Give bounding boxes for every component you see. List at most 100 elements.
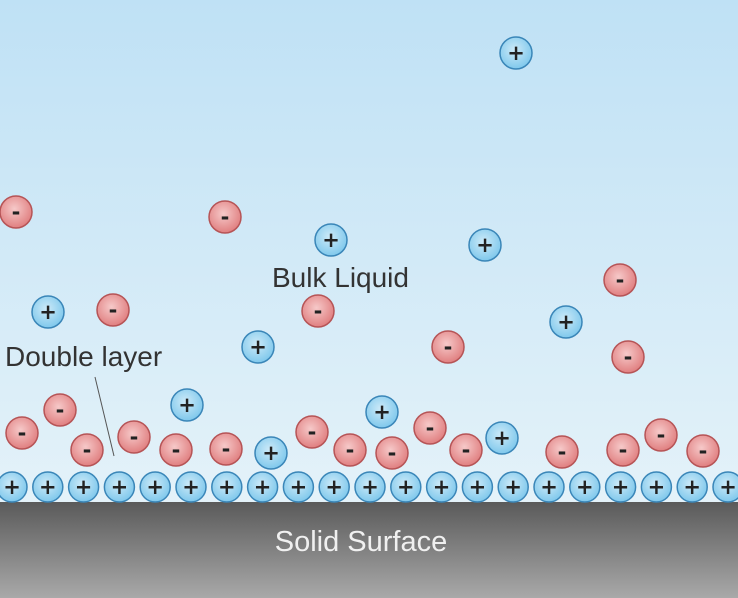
negative-ion: - — [295, 415, 329, 449]
negative-ion: - — [644, 418, 678, 452]
positive-ion: + — [103, 471, 136, 503]
positive-ion: + — [712, 471, 738, 503]
positive-ion: + — [282, 471, 315, 503]
plus-sign: + — [361, 475, 379, 499]
minus-sign: - — [172, 438, 181, 462]
plus-sign: + — [182, 475, 200, 499]
positive-ion: + — [241, 330, 275, 364]
positive-ion: + — [318, 471, 350, 503]
plus-sign: + — [433, 475, 451, 499]
positive-ion: + — [569, 471, 601, 503]
plus-sign: + — [322, 228, 340, 252]
minus-sign: - — [444, 335, 453, 359]
negative-ion: - — [43, 393, 77, 427]
negative-ion: - — [449, 433, 483, 467]
plus-sign: + — [249, 335, 267, 359]
minus-sign: - — [221, 205, 230, 229]
minus-sign: - — [222, 437, 231, 461]
minus-sign: - — [18, 421, 27, 445]
plus-sign: + — [325, 475, 343, 499]
minus-sign: - — [657, 423, 666, 447]
positive-ion: + — [354, 471, 386, 503]
negative-ion: - — [606, 433, 640, 467]
plus-sign: + — [39, 475, 57, 499]
negative-ion: - — [333, 433, 367, 467]
positive-ion: + — [549, 305, 583, 339]
negative-ion: - — [686, 434, 720, 468]
bulk-liquid-region — [0, 0, 738, 502]
positive-ion: + — [67, 471, 100, 503]
plus-sign: + — [290, 475, 308, 499]
minus-sign: - — [426, 416, 435, 440]
plus-sign: + — [476, 233, 494, 257]
plus-sign: + — [397, 475, 415, 499]
plus-sign: + — [576, 475, 594, 499]
negative-ion: - — [5, 416, 39, 450]
minus-sign: - — [130, 425, 139, 449]
negative-ion: - — [603, 263, 637, 297]
minus-sign: - — [558, 440, 567, 464]
plus-sign: + — [683, 475, 701, 499]
plus-sign: + — [218, 475, 236, 499]
negative-ion: - — [301, 294, 335, 328]
positive-ion: + — [461, 471, 494, 503]
solid-surface — [0, 502, 738, 598]
positive-ion: + — [640, 471, 673, 503]
minus-sign: - — [314, 299, 323, 323]
minus-sign: - — [462, 438, 471, 462]
positive-ion: + — [0, 471, 28, 503]
minus-sign: - — [56, 398, 65, 422]
solid-surface-label: Solid Surface — [275, 526, 448, 558]
ions-layer: +++++++++++++++++++++++++++++++---------… — [0, 36, 738, 503]
plus-sign: + — [648, 475, 666, 499]
plus-sign: + — [493, 426, 511, 450]
minus-sign: - — [308, 420, 317, 444]
minus-sign: - — [624, 345, 633, 369]
positive-ion: + — [390, 471, 422, 503]
minus-sign: - — [699, 439, 708, 463]
plus-sign: + — [254, 475, 272, 499]
negative-ion: - — [413, 411, 447, 445]
plus-sign: + — [557, 310, 575, 334]
double-layer-label: Double layer — [5, 341, 162, 372]
negative-ion: - — [545, 435, 579, 469]
positive-ion: + — [499, 36, 533, 70]
plus-sign: + — [373, 400, 391, 424]
plus-sign: + — [507, 41, 525, 65]
plus-sign: + — [111, 475, 129, 499]
negative-ion: - — [208, 200, 242, 234]
plus-sign: + — [612, 475, 630, 499]
negative-ion: - — [431, 330, 465, 364]
positive-ion: + — [365, 395, 399, 429]
minus-sign: - — [109, 298, 118, 322]
positive-ion: + — [314, 223, 348, 257]
negative-ion: - — [70, 433, 104, 467]
minus-sign: - — [388, 441, 397, 465]
plus-sign: + — [146, 475, 164, 499]
double-layer-pointer — [94, 376, 115, 457]
negative-ion: - — [375, 436, 409, 470]
positive-ion: + — [485, 421, 519, 455]
positive-ion: + — [604, 471, 637, 503]
positive-ion: + — [139, 471, 171, 503]
positive-ion: + — [32, 471, 64, 503]
plus-sign: + — [719, 475, 737, 499]
positive-ion: + — [254, 436, 288, 470]
plus-sign: + — [178, 393, 196, 417]
positive-ion: + — [497, 471, 529, 503]
minus-sign: - — [346, 438, 355, 462]
minus-sign: - — [616, 268, 625, 292]
plus-sign: + — [469, 475, 487, 499]
minus-sign: - — [12, 200, 21, 224]
positive-ion: + — [676, 471, 708, 503]
plus-sign: + — [75, 475, 93, 499]
plus-sign: + — [262, 441, 280, 465]
positive-ion: + — [533, 471, 565, 503]
negative-ion: - — [117, 420, 151, 454]
bulk-liquid-label: Bulk Liquid — [272, 262, 409, 293]
plus-sign: + — [39, 300, 57, 324]
positive-ion: + — [211, 471, 243, 503]
positive-ion: + — [175, 471, 207, 503]
